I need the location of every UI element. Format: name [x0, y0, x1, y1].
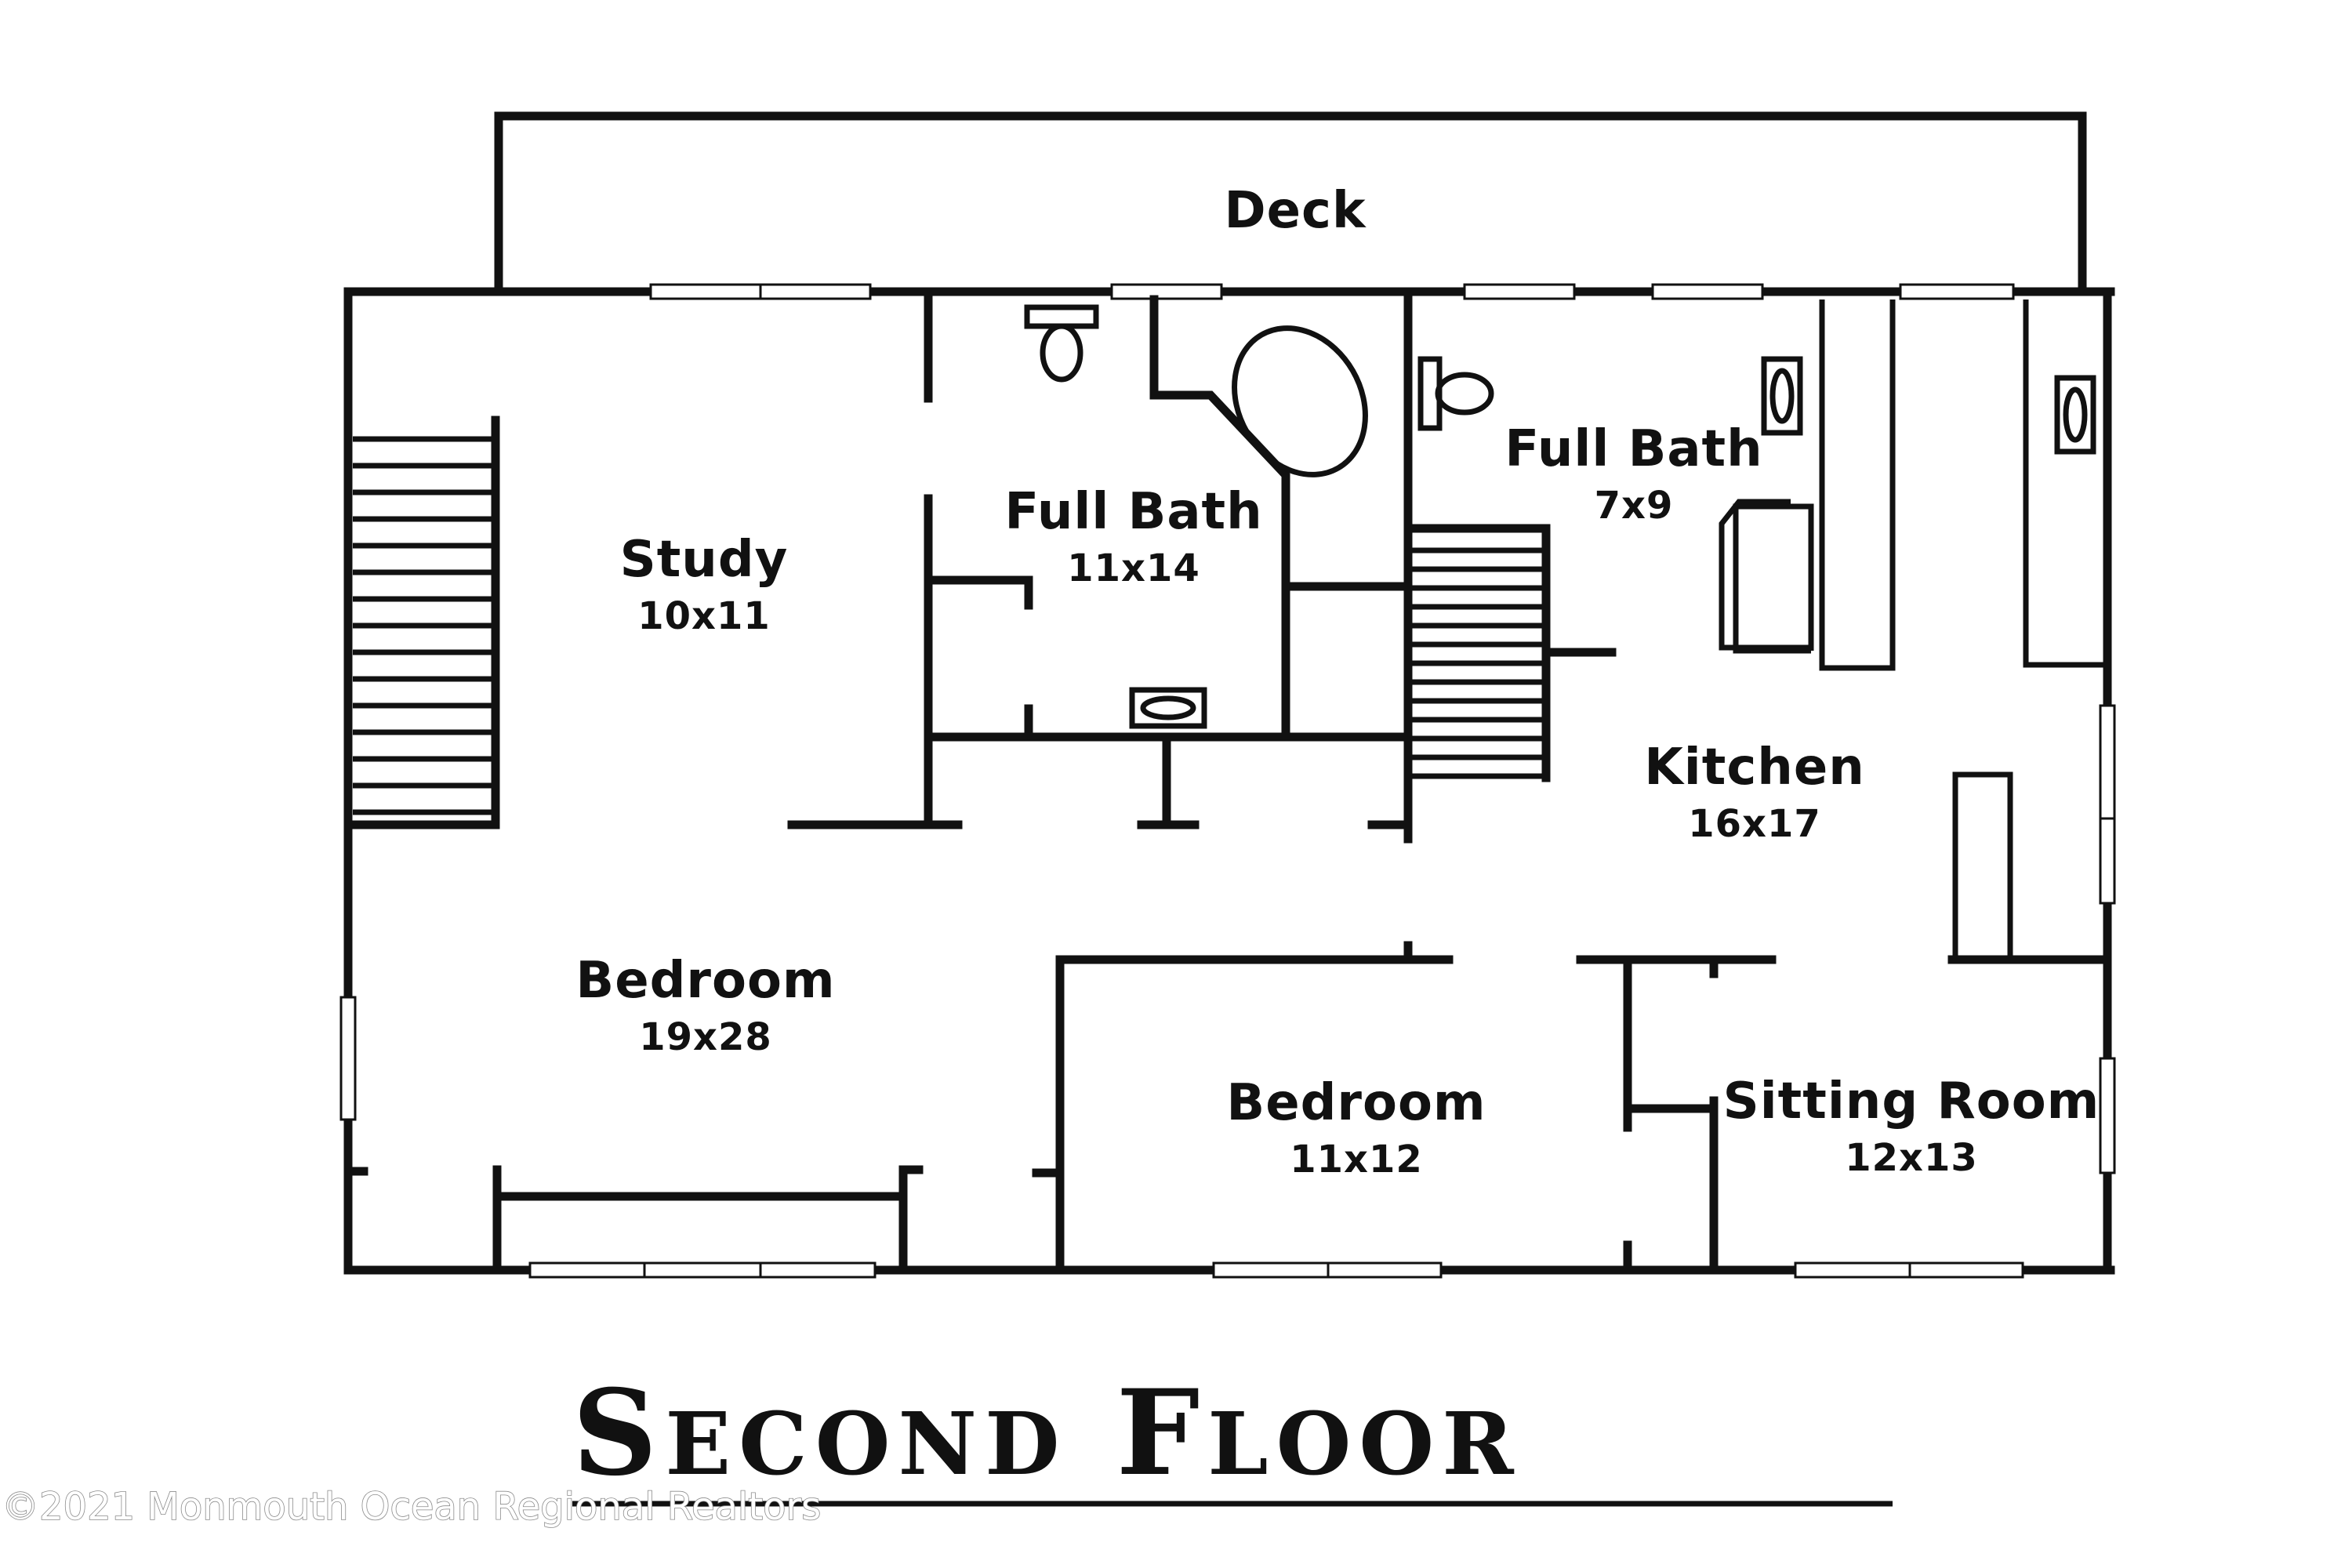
second-bath-walls: [1403, 299, 2104, 782]
sink-icon: [1129, 687, 1207, 729]
room-size-kitchen: 16x17: [1688, 802, 1821, 846]
room-size-study: 10x11: [637, 594, 771, 638]
kitchen-appliance: [1952, 771, 2013, 963]
left-staircase: [347, 416, 500, 829]
room-label-sitting-room: Sitting Room: [1723, 1073, 2100, 1131]
floor-title-text: SECOND FLOOR: [572, 1364, 1522, 1502]
main-bath-walls: [787, 295, 1413, 844]
room-label-study: Study: [620, 531, 789, 589]
room-label-full-bath-main: Full Bath: [1004, 483, 1262, 541]
watermark: ©2021 Monmouth Ocean Regional Realtors: [2, 1485, 821, 1529]
right-staircase: [1411, 547, 1546, 779]
floor-title: SECOND FLOOR: [572, 1364, 1893, 1507]
room-labels: Deck Study 10x11 Full Bath 11x14 Full Ba…: [575, 182, 2100, 1181]
room-size-full-bath-second: 7x9: [1595, 484, 1674, 528]
windows: [339, 283, 2116, 1279]
room-size-sitting-room: 12x13: [1845, 1136, 1978, 1180]
room-label-deck: Deck: [1224, 182, 1366, 240]
main-bath-fixtures: [1024, 304, 1368, 729]
room-label-kitchen: Kitchen: [1644, 739, 1865, 797]
sink-icon: [1761, 356, 1803, 436]
room-size-bedroom: 11x12: [1290, 1138, 1423, 1181]
sink-icon: [2054, 375, 2096, 455]
room-label-primary-bedroom: Bedroom: [575, 952, 835, 1010]
toilet-icon: [1417, 356, 1494, 431]
bathtub-icon: [1232, 325, 1368, 477]
deck: [494, 111, 2087, 295]
interior-walls-lower: [343, 811, 2109, 1267]
room-label-bedroom: Bedroom: [1226, 1074, 1486, 1132]
room-size-primary-bedroom: 19x28: [639, 1015, 772, 1059]
room-size-full-bath-main: 11x14: [1067, 546, 1200, 590]
room-label-full-bath-second: Full Bath: [1504, 420, 1762, 478]
counter: [1719, 499, 1809, 651]
second-bath-fixtures: [1417, 356, 2096, 651]
toilet-icon: [1024, 304, 1099, 383]
